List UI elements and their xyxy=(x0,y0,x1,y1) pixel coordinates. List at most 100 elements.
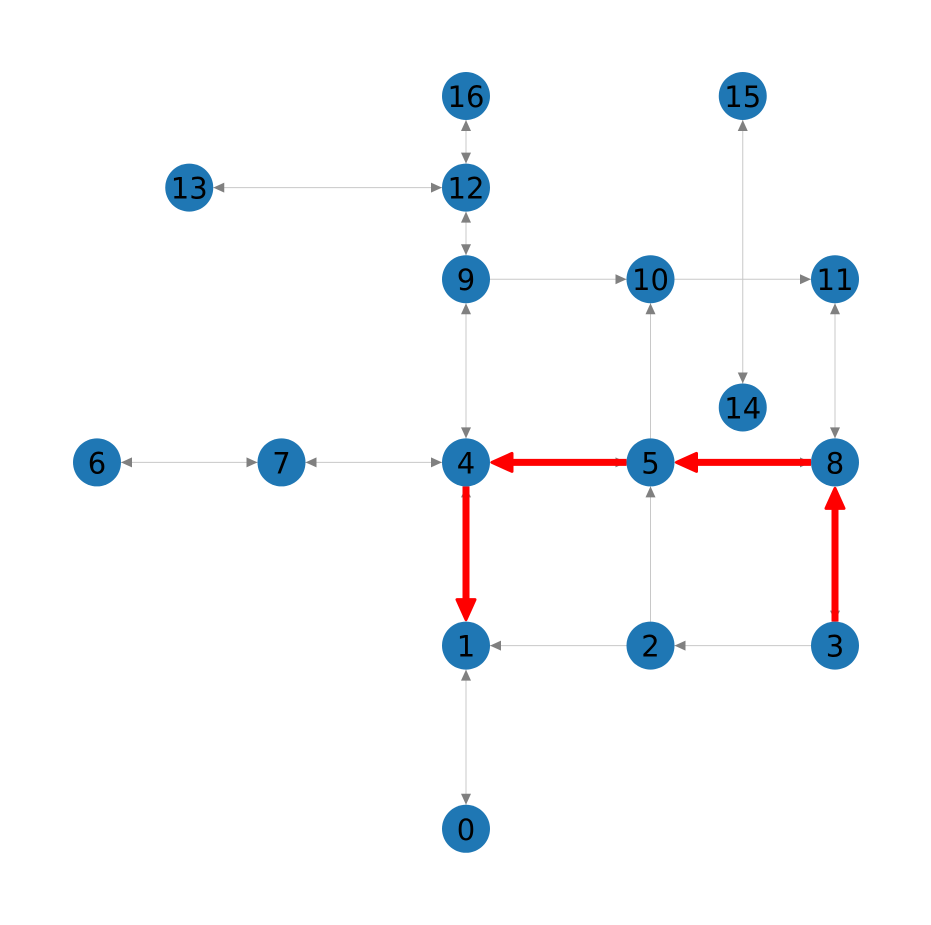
edge-7-4 xyxy=(305,457,442,468)
node-8[interactable]: 8 xyxy=(811,438,859,487)
arrowhead-icon xyxy=(461,303,471,315)
node-14[interactable]: 14 xyxy=(718,383,767,432)
arrowhead-icon xyxy=(800,274,811,285)
arrowhead-icon xyxy=(830,303,840,315)
node-16[interactable]: 16 xyxy=(442,72,490,120)
node-circle[interactable] xyxy=(626,621,675,670)
arrowhead-icon xyxy=(461,120,471,131)
node-circle[interactable] xyxy=(718,72,767,120)
edge-12-9 xyxy=(461,211,471,256)
node-circle[interactable] xyxy=(442,163,490,212)
node-6[interactable]: 6 xyxy=(73,438,121,487)
arrowhead-icon xyxy=(213,182,225,193)
path-arrowhead-icon xyxy=(675,451,698,473)
node-label: 3 xyxy=(826,630,844,664)
node-5[interactable]: 5 xyxy=(626,438,675,487)
edge-6-7 xyxy=(121,457,258,468)
node-11[interactable]: 11 xyxy=(811,255,859,304)
path-edge-8-5 xyxy=(675,451,811,473)
path-arrowhead-icon xyxy=(824,486,846,510)
arrowhead-icon xyxy=(121,457,132,468)
arrowhead-icon xyxy=(645,486,656,498)
node-circle[interactable] xyxy=(442,438,490,487)
arrowhead-icon xyxy=(615,274,627,285)
node-circle[interactable] xyxy=(442,255,490,304)
edge-2-5 xyxy=(645,486,656,622)
node-10[interactable]: 10 xyxy=(626,255,675,304)
node-label: 1 xyxy=(457,630,475,664)
arrowhead-icon xyxy=(490,640,501,651)
path-arrowhead-icon xyxy=(455,598,477,622)
node-circle[interactable] xyxy=(718,383,767,432)
node-15[interactable]: 15 xyxy=(718,72,767,120)
node-circle[interactable] xyxy=(165,163,214,212)
node-label: 11 xyxy=(817,263,854,297)
path-arrowhead-icon xyxy=(490,451,514,473)
highlighted-path-layer xyxy=(455,451,846,622)
node-circle[interactable] xyxy=(442,621,490,670)
node-circle[interactable] xyxy=(442,804,490,853)
node-label: 13 xyxy=(171,172,208,206)
node-label: 12 xyxy=(448,172,485,206)
arrowhead-icon xyxy=(461,669,471,681)
arrowhead-icon xyxy=(461,427,471,439)
node-label: 8 xyxy=(826,446,844,480)
node-3[interactable]: 3 xyxy=(811,621,859,670)
arrowhead-icon xyxy=(305,457,317,468)
node-label: 2 xyxy=(641,630,659,664)
path-edge-5-4 xyxy=(490,451,627,473)
node-label: 9 xyxy=(457,263,475,297)
node-label: 6 xyxy=(88,446,106,480)
node-circle[interactable] xyxy=(626,255,675,304)
node-circle[interactable] xyxy=(73,438,121,487)
node-9[interactable]: 9 xyxy=(442,255,490,304)
node-1[interactable]: 1 xyxy=(442,621,490,670)
edge-3-2 xyxy=(674,640,811,651)
node-circle[interactable] xyxy=(257,438,306,487)
edge-0-1 xyxy=(461,669,471,805)
node-label: 16 xyxy=(448,80,485,114)
node-label: 14 xyxy=(724,391,761,425)
arrowhead-icon xyxy=(461,793,471,805)
node-circle[interactable] xyxy=(811,438,859,487)
arrowhead-icon xyxy=(645,303,656,315)
edge-9-4 xyxy=(461,303,471,439)
arrowhead-icon xyxy=(246,457,258,468)
arrowhead-icon xyxy=(461,211,471,223)
edge-5-10 xyxy=(645,303,656,439)
node-circle[interactable] xyxy=(442,72,490,120)
node-label: 0 xyxy=(457,813,475,847)
node-12[interactable]: 12 xyxy=(442,163,490,212)
edge-13-12 xyxy=(213,182,442,193)
path-edge-4-1 xyxy=(455,486,477,622)
edge-layer xyxy=(121,120,840,805)
edge-15-14 xyxy=(737,120,748,384)
node-0[interactable]: 0 xyxy=(442,804,490,853)
node-label: 7 xyxy=(272,446,290,480)
node-label: 4 xyxy=(457,446,475,480)
node-label: 15 xyxy=(724,80,761,114)
edge-11-8 xyxy=(830,303,840,439)
path-edge-3-8 xyxy=(824,486,846,622)
arrowhead-icon xyxy=(830,427,840,439)
node-circle[interactable] xyxy=(811,255,859,304)
node-circle[interactable] xyxy=(811,621,859,670)
node-13[interactable]: 13 xyxy=(165,163,214,212)
arrowhead-icon xyxy=(461,244,471,256)
arrowhead-icon xyxy=(461,152,471,164)
node-label: 5 xyxy=(641,446,659,480)
node-2[interactable]: 2 xyxy=(626,621,675,670)
arrowhead-icon xyxy=(737,372,748,384)
arrowhead-icon xyxy=(737,120,748,131)
node-4[interactable]: 4 xyxy=(442,438,490,487)
edge-2-1 xyxy=(490,640,627,651)
node-7[interactable]: 7 xyxy=(257,438,306,487)
arrowhead-icon xyxy=(431,182,442,193)
arrowhead-icon xyxy=(674,640,686,651)
edge-16-12 xyxy=(461,120,471,164)
node-circle[interactable] xyxy=(626,438,675,487)
arrowhead-icon xyxy=(431,457,442,468)
